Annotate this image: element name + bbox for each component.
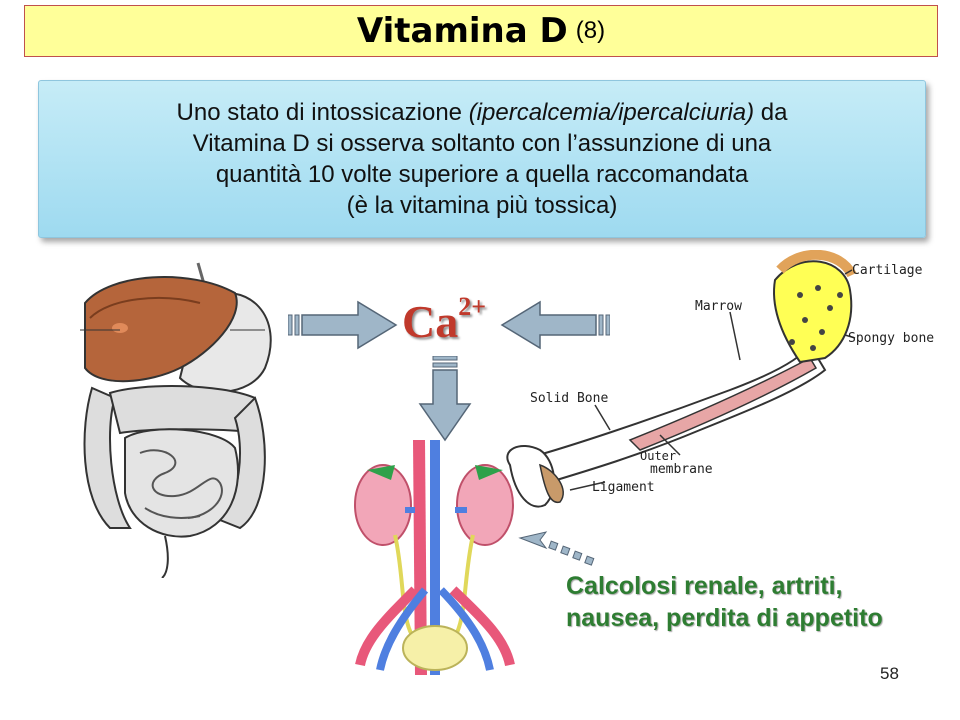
arrow-left-icon bbox=[500, 300, 610, 350]
pointer-arrow-icon bbox=[518, 531, 595, 566]
bone-label-ligament: Ligament bbox=[592, 480, 655, 495]
bone-label-membrane: membrane bbox=[650, 462, 713, 477]
effects-caption: Calcolosi renale, artriti, nausea, perdi… bbox=[566, 570, 883, 634]
bone-label-cartilage: Cartilage bbox=[852, 263, 923, 278]
info-line-2: Vitamina D si osserva soltanto con l’ass… bbox=[192, 130, 772, 157]
slide-title: Vitamina D bbox=[356, 11, 568, 51]
title-bar: Vitamina D (8) bbox=[24, 5, 938, 57]
calcium-ion-label: Ca2+ bbox=[402, 292, 487, 347]
effects-line-2: nausea, perdita di appetito bbox=[566, 604, 883, 632]
arrow-down-icon bbox=[418, 356, 472, 442]
bone-label-solid: Solid Bone bbox=[530, 391, 608, 406]
info-line-4: (è la vitamina più tossica) bbox=[346, 192, 618, 219]
bone-label-marrow: Marrow bbox=[695, 299, 742, 314]
info-line-1: Uno stato di intossicazione (ipercalcemi… bbox=[176, 99, 788, 126]
digestive-system-illustration bbox=[80, 262, 272, 578]
arrow-right-icon bbox=[288, 300, 398, 350]
page-number: 58 bbox=[880, 664, 899, 683]
info-line-3: quantità 10 volte superiore a quella rac… bbox=[215, 161, 749, 188]
bone-label-outer: Outer bbox=[640, 449, 676, 463]
effects-line-1: Calcolosi renale, artriti, bbox=[566, 572, 843, 600]
bone-label-spongy: Spongy bone bbox=[848, 331, 934, 346]
urinary-system-illustration bbox=[354, 440, 515, 675]
bone-illustration: Cartilage Marrow Spongy bone Solid Bone … bbox=[506, 250, 934, 508]
info-box: Uno stato di intossicazione (ipercalcemi… bbox=[38, 80, 926, 238]
slide-subtitle: (8) bbox=[575, 17, 606, 44]
